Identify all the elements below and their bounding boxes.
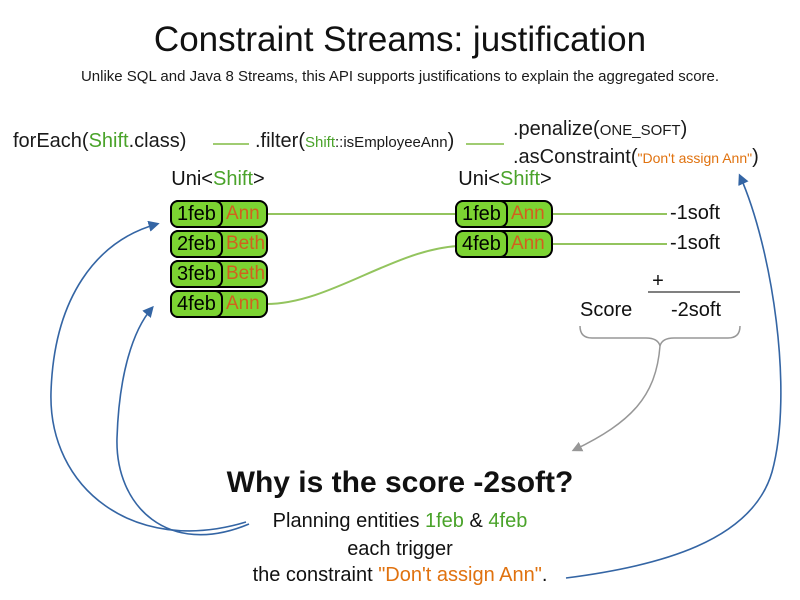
why-constraint-name: "Don't assign Ann" <box>378 564 542 586</box>
code-asconstraint-pre: .asConstraint( <box>513 146 638 168</box>
page-subtitle: Unlike SQL and Java 8 Streams, this API … <box>80 68 720 85</box>
stream-line-4feb <box>265 245 459 305</box>
shift-date: 4feb <box>455 230 508 258</box>
shift-date: 4feb <box>170 290 223 318</box>
code-filter: .filter(Shift::isEmployeeAnn) <box>255 130 454 153</box>
score-total: -2soft <box>671 299 722 321</box>
shift-row: 2feb Beth <box>170 230 268 258</box>
shift-employee: Ann <box>510 233 545 254</box>
shift-employee: Beth <box>225 233 266 254</box>
shift-row: 3feb Beth <box>170 260 268 288</box>
shift-date: 3feb <box>170 260 223 288</box>
shift-employee: Beth <box>225 263 266 284</box>
blue-arrow-to-constraint <box>565 173 782 579</box>
code-penalize-arg: ONE_SOFT <box>599 122 681 139</box>
uni-right-type: Shift <box>499 168 541 190</box>
why-line-trigger: each trigger <box>347 538 453 560</box>
why-heading: Why is the score -2soft? <box>226 466 574 499</box>
shift-employee: Ann <box>510 203 545 224</box>
uni-left-pre: Uni< <box>171 168 213 190</box>
code-filter-pre: .filter( <box>255 130 305 152</box>
score-label: Score <box>580 299 633 321</box>
shift-group-right: 1feb Ann 4feb Ann <box>455 200 553 258</box>
uni-right-pre: Uni< <box>458 168 500 190</box>
gray-arrow-to-why <box>571 345 661 452</box>
why-line1-pre: Planning entities <box>272 510 425 532</box>
page-title: Constraint Streams: justification <box>153 20 647 59</box>
shift-row: 1feb Ann <box>455 200 553 228</box>
uni-shift-label-right: Uni<Shift> <box>453 168 557 191</box>
blue-arrow-to-4feb <box>116 305 250 536</box>
why-line3-post: . <box>541 564 548 586</box>
code-penalize-line: .penalize(ONE_SOFT) <box>513 116 759 144</box>
why-line3-pre: the constraint <box>252 564 379 586</box>
code-foreach-post: .class) <box>128 130 187 152</box>
shift-date: 1feb <box>170 200 223 228</box>
code-penalize-block: .penalize(ONE_SOFT) .asConstraint("Don't… <box>513 116 759 171</box>
shift-date: 2feb <box>170 230 223 258</box>
code-asconstraint-arg: "Don't assign Ann" <box>637 150 753 166</box>
code-filter-post: ) <box>447 130 455 152</box>
shift-employee: Ann <box>225 293 260 314</box>
blue-arrow-to-1feb <box>50 220 247 532</box>
uni-right-post: > <box>540 168 552 190</box>
uni-shift-label-left: Uni<Shift> <box>168 168 268 191</box>
shift-employee: Ann <box>225 203 260 224</box>
why-line-constraint: the constraint "Don't assign Ann". <box>0 564 800 587</box>
code-penalize-post: ) <box>680 118 688 140</box>
code-asconstraint-post: ) <box>752 146 759 168</box>
uni-left-type: Shift <box>212 168 254 190</box>
code-penalize-pre: .penalize( <box>513 118 600 140</box>
uni-left-post: > <box>253 168 265 190</box>
why-entity-4feb: 4feb <box>488 510 528 532</box>
shift-group-left: 1feb Ann 2feb Beth 3feb Beth 4feb Ann <box>170 200 268 318</box>
code-filter-method: ::isEmployeeAnn <box>335 134 448 151</box>
code-asconstraint-line: .asConstraint("Don't assign Ann") <box>513 144 759 171</box>
code-foreach: forEach(Shift.class) <box>13 130 186 153</box>
why-line-entities: Planning entities 1feb & 4feb <box>0 510 800 533</box>
shift-date: 1feb <box>455 200 508 228</box>
shift-row: 1feb Ann <box>170 200 268 228</box>
penalty-label-2: -1soft <box>670 232 721 254</box>
plus-sign: + <box>652 270 664 292</box>
shift-row: 4feb Ann <box>170 290 268 318</box>
code-foreach-pre: forEach( <box>13 130 89 152</box>
shift-row: 4feb Ann <box>455 230 553 258</box>
code-filter-type: Shift <box>305 134 336 151</box>
code-foreach-type: Shift <box>88 130 129 152</box>
why-entity-1feb: 1feb <box>425 510 464 532</box>
why-line1-mid: & <box>463 510 489 532</box>
score-brace <box>579 325 741 347</box>
penalty-label-1: -1soft <box>670 202 721 224</box>
